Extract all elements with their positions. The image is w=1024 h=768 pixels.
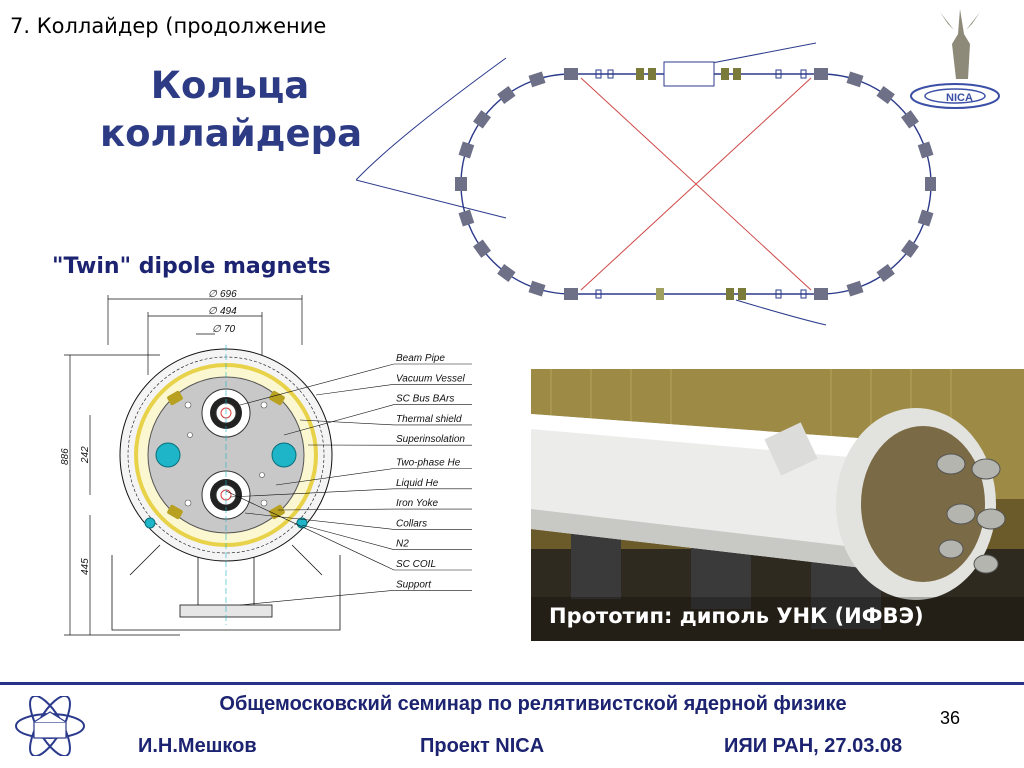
- dim-494-symbol: ∅: [208, 306, 218, 317]
- dim-70: 70: [224, 324, 236, 335]
- arc-dipole-magnet: [528, 71, 546, 88]
- arc-dipole-magnet: [846, 280, 864, 297]
- jinr-logo: [15, 696, 85, 756]
- title-line-1: Кольца: [150, 64, 310, 107]
- arc-dipole-magnet: [901, 110, 919, 129]
- label-leader: [244, 512, 395, 530]
- arc-dipole-magnet: [917, 141, 934, 159]
- arc-magnets: [455, 68, 936, 300]
- twin-dipole-label: "Twin" dipole magnets: [52, 254, 331, 279]
- title-line-2: коллайдера: [100, 112, 363, 155]
- bus-bar-right: [271, 442, 297, 468]
- component-label: Superinsolation: [396, 434, 465, 445]
- arc-dipole-magnet: [814, 288, 828, 300]
- nica-statue-logo: NICA: [910, 9, 1000, 109]
- dim-494: 494: [220, 306, 237, 317]
- footer-project: Проект NICA: [420, 735, 545, 757]
- label-leader: [225, 490, 395, 571]
- seminar-title: Общемосковский семинар по релятивистской…: [219, 693, 847, 715]
- dim-445: 445: [80, 558, 91, 575]
- label-leader: [277, 508, 395, 511]
- yoke-holes: [184, 401, 268, 507]
- arc-dipole-magnet: [564, 68, 578, 80]
- component-label: SC Bus BArs: [396, 394, 454, 405]
- collider-ring-diagram: [356, 42, 936, 326]
- arc-dipole-magnet: [814, 68, 828, 80]
- arc-dipole-magnet: [876, 86, 895, 104]
- component-label: Thermal shield: [396, 414, 462, 425]
- statue-figure: [952, 9, 970, 79]
- label-leader: [301, 524, 395, 550]
- bottom-straight-elements: [595, 288, 807, 300]
- component-label: Liquid He: [396, 478, 439, 489]
- component-label: Vacuum Vessel: [396, 373, 466, 384]
- arc-dipole-magnet: [528, 280, 546, 297]
- footer-author: И.Н.Мешков: [138, 735, 257, 757]
- component-label: Iron Yoke: [396, 498, 439, 509]
- arc-dipole-magnet: [458, 209, 475, 227]
- injection-line: [356, 57, 507, 219]
- dim-886: 886: [60, 448, 71, 465]
- arc-dipole-magnet: [564, 288, 578, 300]
- logo-ellipse: [910, 83, 1000, 109]
- label-leader: [299, 419, 395, 426]
- logo-nica-text: NICA: [946, 92, 973, 104]
- extraction-line-bottom: [735, 299, 827, 326]
- top-straight-elements: [595, 61, 807, 87]
- footer-org-date: ИЯИ РАН, 27.03.08: [724, 735, 903, 757]
- slide-header: 7. Коллайдер (продолжение: [10, 14, 327, 38]
- label-leader: [283, 404, 395, 436]
- arc-dipole-magnet: [497, 86, 516, 104]
- cross-line-2: [580, 77, 812, 291]
- page-number: 36: [940, 708, 961, 728]
- dim-696-symbol: ∅: [208, 289, 218, 300]
- component-label: Two-phase He: [396, 458, 461, 469]
- dim-242: 242: [80, 446, 91, 464]
- label-leaders: [225, 363, 472, 606]
- arc-dipole-magnet: [497, 264, 516, 282]
- component-label: Collars: [396, 518, 427, 529]
- label-leader: [315, 384, 395, 396]
- bus-bar-left: [155, 442, 181, 468]
- arc-dipole-magnet: [901, 239, 919, 258]
- dim-70-symbol: ∅: [212, 324, 222, 335]
- arc-dipole-magnet: [458, 141, 475, 159]
- arc-dipole-magnet: [473, 239, 491, 258]
- component-label: N2: [396, 539, 409, 550]
- component-label: Support: [396, 579, 432, 590]
- arc-dipole-magnet: [876, 264, 895, 282]
- arc-dipole-magnet: [925, 177, 936, 191]
- label-leader: [239, 590, 395, 606]
- he-pipe-left: [144, 517, 156, 529]
- component-label: SC COIL: [396, 559, 436, 570]
- component-label: Beam Pipe: [396, 353, 445, 364]
- label-leader: [275, 468, 395, 486]
- dim-696: 696: [220, 289, 237, 300]
- arc-dipole-magnet: [473, 110, 491, 129]
- dimension-lines-top: [107, 295, 303, 375]
- slide-title: Кольца коллайдера: [100, 62, 363, 158]
- arc-dipole-magnet: [846, 71, 864, 88]
- arc-dipole-magnet: [455, 177, 467, 191]
- twin-dipole-cross-section: ∅ 696 ∅ 494 ∅ 70 886 242 445: [60, 289, 472, 636]
- footer-divider: [0, 682, 1024, 685]
- arc-dipole-magnet: [917, 209, 934, 227]
- feedthrough-pipes: [936, 453, 1006, 574]
- unk-dipole-photo: [531, 369, 1024, 641]
- photo-caption: Прототип: диполь УНК (ИФВЭ): [549, 604, 924, 628]
- label-leader: [239, 363, 395, 406]
- sc-coil-pads: [167, 390, 285, 520]
- dimension-lines-left: [64, 354, 180, 636]
- label-leader: [229, 488, 395, 498]
